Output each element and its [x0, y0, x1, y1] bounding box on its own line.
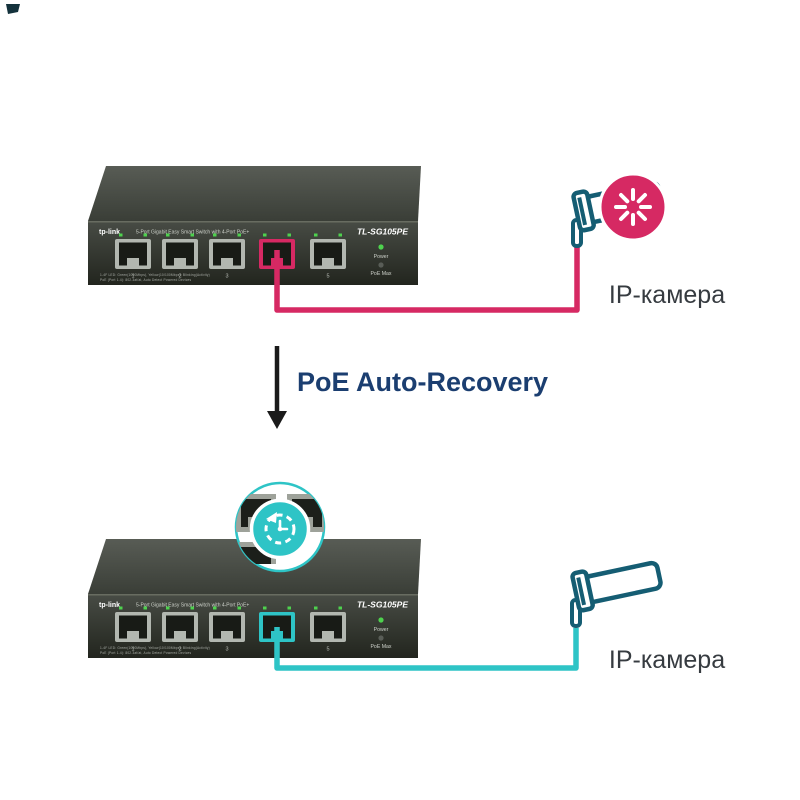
rj45-port-3: [209, 239, 245, 269]
fine-print-line1: 1-4F LED: Green(1000Mbps), Yellow(10/100…: [100, 646, 210, 650]
power-label: Power: [374, 254, 389, 260]
poe-max-led: [378, 262, 384, 268]
camera-top-label: IP-камера: [609, 281, 725, 309]
loading-spinner-icon: [614, 188, 652, 226]
brand-logo: tp-link: [99, 602, 120, 609]
rj45-port-5: [310, 612, 346, 642]
rj45-port-2: [162, 239, 198, 269]
switch-description: 5-Port Gigabit Easy Smart Switch with 4-…: [136, 603, 249, 609]
power-led: [378, 244, 384, 250]
fine-print-line2: PoE (Port 1-4): 802.3af/at, Auto Detect …: [100, 651, 191, 655]
svg-text:1: 1: [131, 274, 134, 280]
switch-model: TL-SG105PE: [357, 600, 408, 610]
power-led: [378, 617, 384, 623]
svg-text:2: 2: [178, 274, 181, 280]
rj45-port-5: [310, 239, 346, 269]
cable-recovered: [274, 627, 579, 671]
port-leds: [119, 233, 342, 237]
rj45-port-2: [162, 612, 198, 642]
crop-artifact: [6, 4, 20, 14]
front-edge-highlight: [88, 221, 418, 223]
poe-max-led: [378, 635, 384, 641]
diagram-title: PoE Auto-Recovery: [297, 367, 548, 397]
cctv-camera-icon-recovered: [572, 556, 663, 626]
down-arrow-icon: [267, 346, 287, 429]
switch-top-face: [88, 166, 421, 221]
power-label: Power: [374, 627, 389, 633]
poe-max-label: PoE Max: [370, 271, 391, 277]
svg-text:5: 5: [326, 274, 329, 280]
fine-print-line1: 1-4F LED: Green(1000Mbps), Yellow(10/100…: [100, 273, 210, 277]
svg-text:3: 3: [225, 647, 228, 653]
switch-top: tp-link 5-Port Gigabit Easy Smart Switch…: [88, 166, 421, 285]
svg-text:2: 2: [178, 647, 181, 653]
port-leds: [119, 606, 342, 610]
poe-max-label: PoE Max: [370, 644, 391, 650]
svg-text:1: 1: [131, 647, 134, 653]
switch-model: TL-SG105PE: [357, 227, 408, 237]
switch-description: 5-Port Gigabit Easy Smart Switch with 4-…: [136, 230, 249, 236]
auto-recovery-timer-icon: [264, 512, 296, 545]
rj45-port-1: [115, 239, 151, 269]
cable-fault: [274, 246, 580, 313]
svg-text:3: 3: [225, 274, 228, 280]
fine-print-line2: PoE (Port 1-4): 802.3af/at, Auto Detect …: [100, 278, 191, 282]
fault-spinner-badge: [598, 172, 668, 242]
switch-bottom: tp-link 5-Port Gigabit Easy Smart Switch…: [88, 539, 421, 658]
brand-logo: tp-link: [99, 229, 120, 236]
rj45-port-3: [209, 612, 245, 642]
switch-top-face: [88, 539, 421, 594]
rj45-port-1: [115, 612, 151, 642]
camera-bottom-label: IP-камера: [609, 646, 725, 674]
svg-text:5: 5: [326, 647, 329, 653]
front-edge-highlight: [88, 594, 418, 596]
poe-recovery-overlay: [234, 481, 326, 573]
